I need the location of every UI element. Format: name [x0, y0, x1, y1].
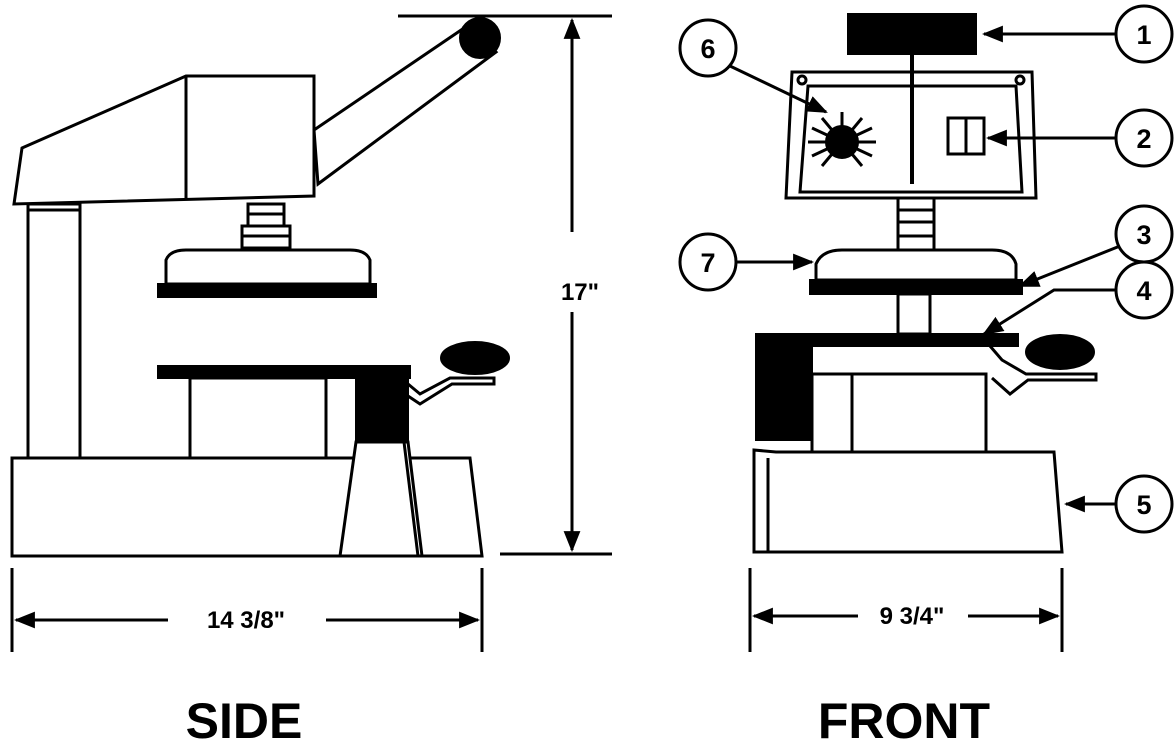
- callout-number-6: 6: [700, 34, 715, 64]
- front-temperature-dial: [808, 112, 876, 167]
- height-dim-label: 17": [561, 279, 599, 306]
- side-lower-platen: [157, 365, 411, 379]
- front-column: [896, 292, 932, 336]
- front-top-handle: [847, 13, 977, 55]
- callout-number-7: 7: [700, 248, 715, 278]
- front-spindle: [896, 196, 936, 252]
- callout-circle-2: [1114, 108, 1174, 168]
- front-view-label: FRONT: [818, 693, 990, 744]
- callouts: 1 2 3 4 5 6 7: [678, 4, 1174, 534]
- callout-number-2: 2: [1136, 124, 1151, 154]
- front-lower-handle-bracket: [988, 345, 1098, 396]
- callout-circle-7: [678, 232, 738, 292]
- callout-number-3: 3: [1136, 220, 1151, 250]
- side-upper-platen-cover: [164, 248, 372, 286]
- side-front-block: [355, 377, 409, 443]
- callout-number-1: 1: [1136, 20, 1151, 50]
- side-lower-stand: [188, 376, 328, 460]
- side-lower-knob: [440, 341, 510, 375]
- side-lever-arm: [312, 22, 499, 187]
- side-view: 17" 14 3/8" SIDE: [10, 14, 612, 744]
- side-view-label: SIDE: [186, 693, 303, 744]
- callout-number-5: 5: [1136, 490, 1151, 520]
- callout-circle-1: [1114, 4, 1174, 64]
- side-lower-handle-bracket: [407, 376, 496, 406]
- side-width-dim-label: 14 3/8": [207, 607, 285, 634]
- side-lever-knob: [459, 17, 501, 59]
- callout-number-4: 4: [1136, 276, 1151, 306]
- front-base: [752, 448, 1064, 554]
- side-foot: [338, 440, 424, 558]
- front-view: 9 3/4" FRONT: [748, 13, 1098, 744]
- side-head-housing: [12, 74, 316, 206]
- front-lower-body: [810, 372, 988, 454]
- front-black-block: [755, 339, 813, 441]
- callout-circle-4: [1114, 260, 1174, 320]
- front-lower-knob: [1025, 334, 1095, 370]
- front-upper-platen: [809, 279, 1023, 295]
- front-lower-platen: [755, 333, 1019, 347]
- callout-circle-5: [1114, 474, 1174, 534]
- front-width-dim-label: 9 3/4": [880, 603, 945, 630]
- front-upper-platen-cover: [814, 248, 1018, 282]
- side-support-column: [26, 202, 82, 460]
- callout-circle-6: [678, 18, 738, 78]
- side-upper-platen: [157, 283, 377, 298]
